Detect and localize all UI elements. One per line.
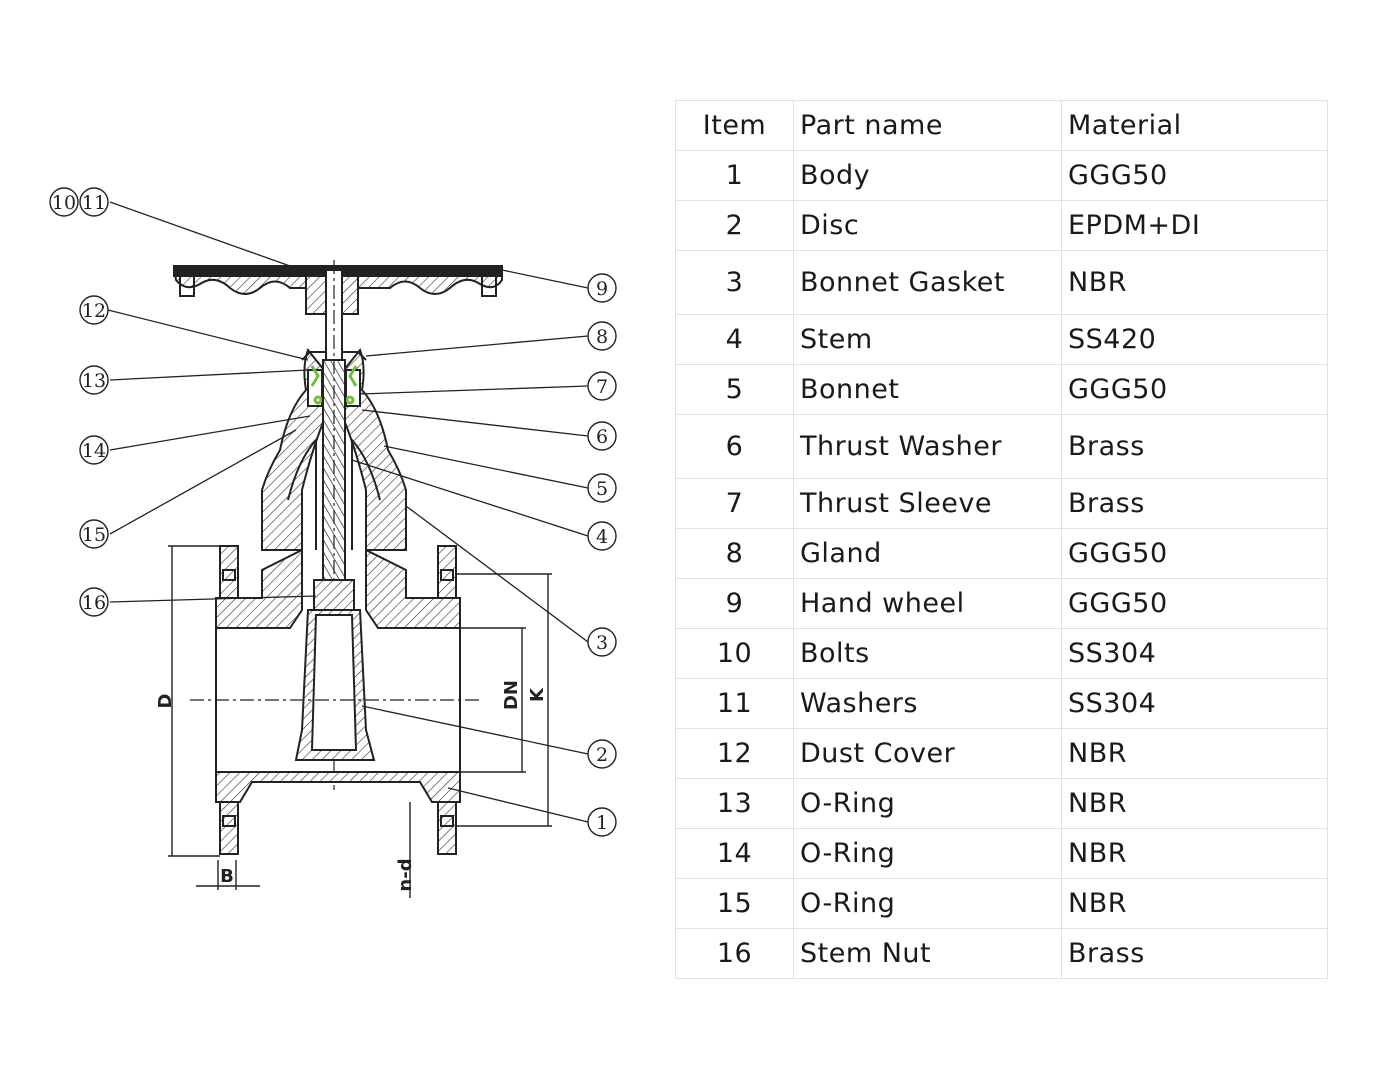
callout-5: 5 xyxy=(596,478,608,500)
table-row: 1 Body GGG50 xyxy=(675,150,1328,201)
dim-label-d: D xyxy=(155,694,176,709)
cell-part-name: Stem xyxy=(793,314,1062,365)
table-row: 6 Thrust Washer Brass xyxy=(675,414,1328,479)
callout-circles xyxy=(49,187,617,837)
cell-part-name: Thrust Sleeve xyxy=(793,478,1062,529)
table-row: 2 Disc EPDM+DI xyxy=(675,200,1328,251)
dim-label-nd: n-d xyxy=(395,858,416,891)
cell-part-name: Bolts xyxy=(793,628,1062,679)
gate-valve-diagram: 10 11 9 12 8 13 7 14 6 15 5 4 16 3 2 1 D… xyxy=(40,170,630,910)
table-row: 3 Bonnet Gasket NBR xyxy=(675,250,1328,315)
table-row: 9 Hand wheel GGG50 xyxy=(675,578,1328,629)
cell-item: 12 xyxy=(675,728,794,779)
cell-item: 6 xyxy=(675,414,794,479)
cell-part-name: O-Ring xyxy=(793,878,1062,929)
cell-item: 3 xyxy=(675,250,794,315)
cell-part-name: O-Ring xyxy=(793,778,1062,829)
table-row: 16 Stem Nut Brass xyxy=(675,928,1328,979)
callout-3: 3 xyxy=(596,632,608,654)
callout-2: 2 xyxy=(596,744,608,766)
stem-nut-drawing xyxy=(313,579,355,615)
cell-material: GGG50 xyxy=(1061,578,1328,629)
cell-item: 14 xyxy=(675,828,794,879)
cell-item: 2 xyxy=(675,200,794,251)
dim-label-b: B xyxy=(220,866,234,887)
cell-material: Brass xyxy=(1061,414,1328,479)
dim-label-dn: DN xyxy=(501,680,522,710)
cell-part-name: Bonnet Gasket xyxy=(793,250,1062,315)
cell-material: SS420 xyxy=(1061,314,1328,365)
header-item: Item xyxy=(675,100,794,151)
cell-material: GGG50 xyxy=(1061,528,1328,579)
body-drawing xyxy=(215,545,461,855)
cell-material: GGG50 xyxy=(1061,364,1328,415)
cell-part-name: Body xyxy=(793,150,1062,201)
callout-8: 8 xyxy=(596,326,608,348)
cell-item: 11 xyxy=(675,678,794,729)
table-row: 15 O-Ring NBR xyxy=(675,878,1328,929)
cell-material: Brass xyxy=(1061,928,1328,979)
callout-11: 11 xyxy=(82,192,106,214)
table-row: 10 Bolts SS304 xyxy=(675,628,1328,679)
cell-part-name: Stem Nut xyxy=(793,928,1062,979)
cell-material: NBR xyxy=(1061,828,1328,879)
cell-material: SS304 xyxy=(1061,628,1328,679)
callout-12: 12 xyxy=(82,300,106,322)
callout-4: 4 xyxy=(596,526,608,548)
callout-7: 7 xyxy=(596,376,608,398)
table-row: 4 Stem SS420 xyxy=(675,314,1328,365)
table-row: 5 Bonnet GGG50 xyxy=(675,364,1328,415)
cell-item: 1 xyxy=(675,150,794,201)
cell-material: Brass xyxy=(1061,478,1328,529)
cell-material: SS304 xyxy=(1061,678,1328,729)
cell-material: NBR xyxy=(1061,778,1328,829)
cell-item: 4 xyxy=(675,314,794,365)
cell-item: 8 xyxy=(675,528,794,579)
cell-item: 10 xyxy=(675,628,794,679)
callout-10: 10 xyxy=(52,192,76,214)
table-row: 11 Washers SS304 xyxy=(675,678,1328,729)
cell-material: NBR xyxy=(1061,250,1328,315)
o-ring-seals xyxy=(310,365,358,405)
table-row: 14 O-Ring NBR xyxy=(675,828,1328,879)
cell-material: GGG50 xyxy=(1061,150,1328,201)
callout-13: 13 xyxy=(82,370,106,392)
callout-14: 14 xyxy=(82,440,106,462)
cell-item: 13 xyxy=(675,778,794,829)
cell-item: 7 xyxy=(675,478,794,529)
callout-6: 6 xyxy=(596,426,608,448)
cell-part-name: Hand wheel xyxy=(793,578,1062,629)
table-header-row: Item Part name Material xyxy=(675,100,1328,151)
dim-label-k: K xyxy=(527,687,548,702)
cell-part-name: Bonnet xyxy=(793,364,1062,415)
table-row: 12 Dust Cover NBR xyxy=(675,728,1328,779)
header-material: Material xyxy=(1061,100,1328,151)
callout-16: 16 xyxy=(82,592,106,614)
cell-part-name: Dust Cover xyxy=(793,728,1062,779)
cell-part-name: Disc xyxy=(793,200,1062,251)
cell-material: NBR xyxy=(1061,728,1328,779)
cell-item: 9 xyxy=(675,578,794,629)
cell-item: 16 xyxy=(675,928,794,979)
cell-part-name: Washers xyxy=(793,678,1062,729)
table-row: 13 O-Ring NBR xyxy=(675,778,1328,829)
table-row: 8 Gland GGG50 xyxy=(675,528,1328,579)
cell-material: NBR xyxy=(1061,878,1328,929)
cell-part-name: O-Ring xyxy=(793,828,1062,879)
cell-part-name: Thrust Washer xyxy=(793,414,1062,479)
header-part-name: Part name xyxy=(793,100,1062,151)
parts-table: Item Part name Material 1 Body GGG50 2 D… xyxy=(675,100,1328,979)
callout-1: 1 xyxy=(596,812,608,834)
leader-lines xyxy=(107,201,589,823)
callout-9: 9 xyxy=(596,278,608,300)
bonnet-drawing xyxy=(261,348,407,551)
cell-part-name: Gland xyxy=(793,528,1062,579)
cell-item: 15 xyxy=(675,878,794,929)
callout-15: 15 xyxy=(82,524,106,546)
cell-material: EPDM+DI xyxy=(1061,200,1328,251)
table-row: 7 Thrust Sleeve Brass xyxy=(675,478,1328,529)
dimension-lines xyxy=(168,545,552,898)
callout-numbers: 10 11 9 12 8 13 7 14 6 15 5 4 16 3 2 1 xyxy=(52,192,608,834)
cell-item: 5 xyxy=(675,364,794,415)
